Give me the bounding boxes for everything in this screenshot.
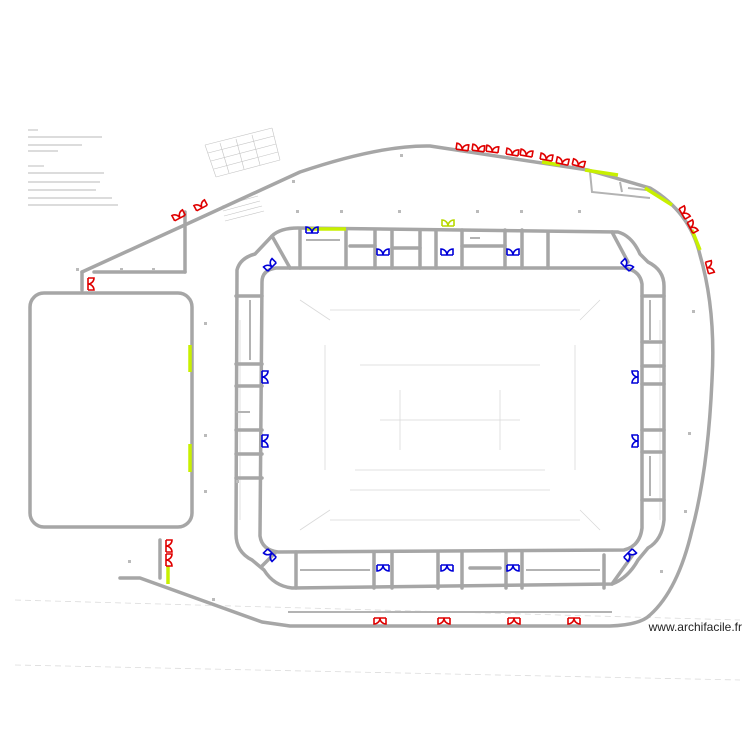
partitions-bottom [294,550,606,590]
watermark-text: www.archifacile.fr [648,620,742,634]
exit-door-icon [704,259,716,275]
exit-door-icon [165,539,173,553]
exit-door-icon [192,198,209,212]
inner-door-icon [376,248,390,256]
yellow-doors [441,219,455,227]
exit-door-icon [519,148,534,158]
exit-door-icon [471,143,486,153]
left-annex-hall [28,291,194,529]
partitions-left [234,294,264,480]
inner-stand-ring [234,226,666,590]
exit-door-icon [555,155,571,167]
exit-door-icon [485,144,500,154]
exit-door-icon [539,152,554,162]
legend-block [28,129,118,206]
inner-door-icon [631,370,639,384]
exit-door-icon [678,204,692,220]
outer-envelope [80,144,715,628]
inner-door-icon [376,564,390,572]
inner-door-icon [261,434,269,448]
exit-door-icon [437,617,451,625]
inner-door-icon [305,226,319,234]
inner-door-icon [620,257,635,272]
inner-door-icon [440,248,454,256]
exit-door-icon [373,617,387,625]
inner-door-icon [506,248,520,256]
exit-door-icon [165,553,173,567]
inner-door-icon [261,370,269,384]
exit-doors [87,142,716,625]
exit-door-icon [87,277,95,291]
partitions-right [640,294,666,502]
exit-door-icon [505,147,520,157]
exit-door-icon [571,157,587,169]
exit-door-icon [455,142,470,152]
exit-door-icon [686,218,700,235]
field-markings [14,299,741,681]
yellow-door-icon [441,219,455,227]
entrance-stair [204,127,281,222]
partitions-top [298,228,550,270]
inner-door-icon [506,564,520,572]
exit-door-icon [567,617,581,625]
inner-door-icon [440,564,454,572]
inner-door-icon [262,257,277,272]
column-markers [76,154,695,601]
highlighted-wall-segments [166,160,702,584]
inner-door-icon [262,548,277,563]
inner-door-icon [631,434,639,448]
exit-door-icon [170,208,187,222]
inner-door-icon [623,548,638,563]
exit-door-icon [507,617,521,625]
inner-doors [261,226,639,572]
